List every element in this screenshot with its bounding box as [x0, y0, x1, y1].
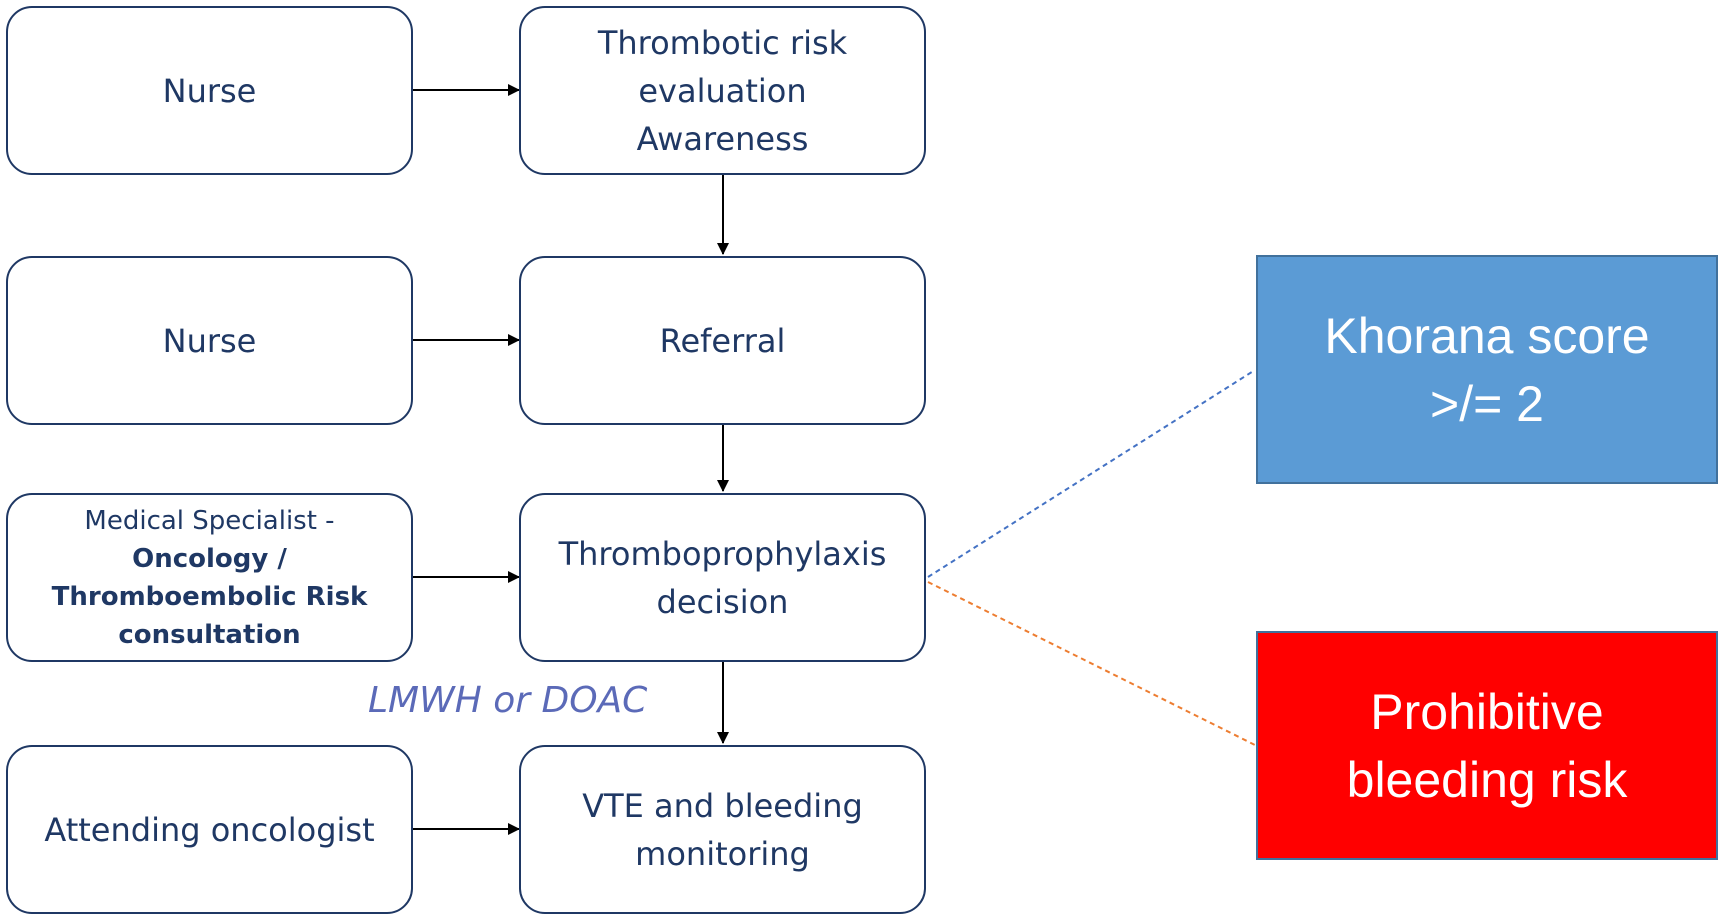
monitoring-box: VTE and bleeding monitoring: [519, 745, 926, 914]
oncologist-label: Attending oncologist: [44, 810, 375, 849]
specialist-line1: Medical Specialist -: [84, 505, 335, 536]
monitoring-line1: VTE and bleeding: [582, 786, 863, 825]
khorana-score-box: Khorana score >/= 2: [1256, 255, 1718, 484]
specialist-line3: Thromboembolic Risk: [51, 581, 368, 612]
decision-line1: Thromboprophylaxis: [558, 534, 887, 573]
nurse-box-2: Nurse: [6, 256, 413, 425]
evaluation-line2: evaluation: [638, 71, 807, 110]
nurse-box-1: Nurse: [6, 6, 413, 175]
oncologist-box: Attending oncologist: [6, 745, 413, 914]
bleeding-line2: bleeding risk: [1346, 751, 1628, 808]
bleeding-line1: Prohibitive: [1370, 683, 1604, 740]
specialist-line4: consultation: [118, 619, 301, 650]
dashed-line-khorana: [927, 369, 1256, 578]
referral-box: Referral: [519, 256, 926, 425]
khorana-line1: Khorana score: [1324, 307, 1650, 364]
evaluation-line1: Thrombotic risk: [597, 23, 848, 62]
bleeding-risk-box: Prohibitive bleeding risk: [1256, 631, 1718, 860]
evaluation-line3: Awareness: [636, 119, 809, 158]
edge-label-lmwh-doac: LMWH or DOAC: [368, 680, 648, 721]
decision-box: Thromboprophylaxis decision: [519, 493, 926, 662]
khorana-line2: >/= 2: [1430, 375, 1544, 432]
specialist-line2: Oncology /: [132, 543, 287, 574]
dashed-line-bleeding: [927, 581, 1256, 746]
decision-line2: decision: [656, 582, 789, 621]
monitoring-line2: monitoring: [635, 834, 810, 873]
evaluation-box: Thrombotic risk evaluation Awareness: [519, 6, 926, 175]
referral-label: Referral: [659, 321, 786, 360]
nurse-label-2: Nurse: [162, 321, 257, 360]
specialist-box: Medical Specialist - Oncology / Thromboe…: [6, 493, 413, 662]
nurse-label-1: Nurse: [162, 71, 257, 110]
